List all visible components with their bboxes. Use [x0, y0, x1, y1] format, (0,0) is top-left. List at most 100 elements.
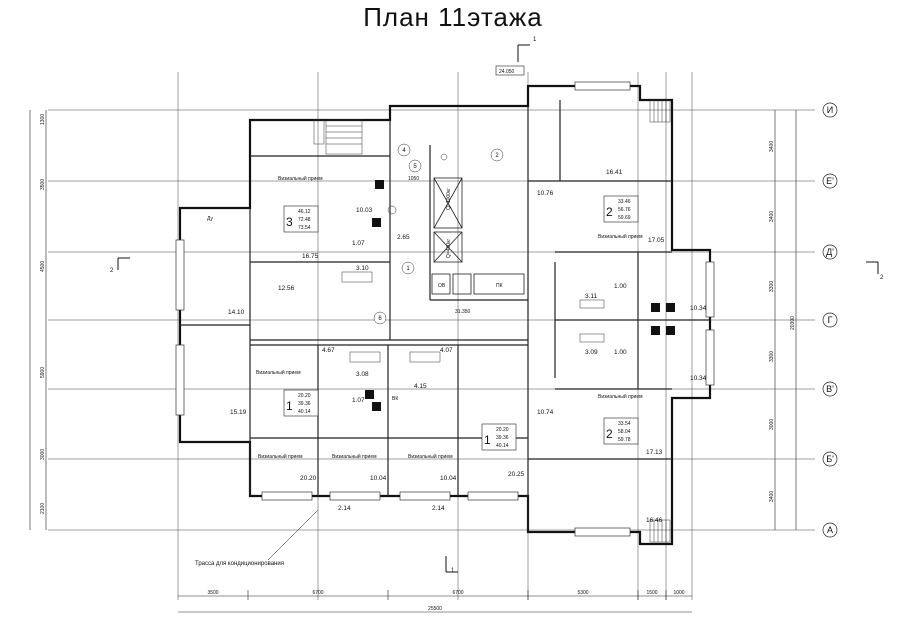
area-310: 3.10 [356, 265, 369, 272]
dim-left-4: 3000 [40, 449, 46, 460]
room-function-labels: Визиальный прием Визиальный прием Визиал… [195, 175, 643, 567]
dim-bottom-4: 1500 [646, 590, 657, 596]
dim-left-3: 5900 [40, 367, 46, 378]
area-1256: 12.56 [278, 285, 295, 292]
label-k2: Визиальный прием [598, 393, 643, 400]
axis-label-4: В' [826, 384, 834, 394]
area-1003: 10.03 [356, 207, 373, 214]
area-1519: 15.19 [230, 409, 247, 416]
apt-lu-l2: 72.48 [298, 217, 311, 223]
apartment-tag-boxes [283, 195, 639, 451]
axis-label-1: Е' [826, 176, 834, 186]
area-214a: 2.14 [338, 505, 351, 512]
apt-tr-l1: 33.46 [618, 199, 631, 205]
dim-bottom-total: 25500 [428, 606, 442, 612]
section-marks [117, 44, 879, 573]
apt-ml-l2: 39.36 [496, 435, 509, 441]
area-311: 3.11 [585, 293, 598, 300]
apt-ll-l3: 40.14 [298, 409, 311, 415]
room-num-2: 2 [495, 153, 499, 159]
left-dimension-labels: 1300 3500 4500 5900 3000 2100 [40, 114, 46, 514]
dim-bottom-5: 1000 [673, 590, 684, 596]
section-mark-labels: 1 1 2 2 [110, 37, 884, 574]
area-265: 2.65 [397, 234, 410, 241]
axis-label-0: И [827, 105, 833, 115]
room-num-5: 5 [413, 164, 417, 170]
area-1641: 16.41 [606, 169, 623, 176]
area-1034b: 10.34 [690, 375, 707, 382]
room-num-1: 1 [406, 266, 410, 272]
apt-br-l1: 33.54 [618, 421, 631, 427]
room-area-labels: 16.41 10.76 17.05 3.11 1.00 3.09 1.00 10… [228, 169, 707, 524]
area-107b: 1.07 [352, 397, 365, 404]
window-frames [175, 81, 715, 537]
axis-grid-lines [48, 72, 815, 600]
aircon-leader [267, 509, 319, 561]
section-mark-right: 2 [880, 275, 884, 281]
apt-br-l2: 58.04 [618, 429, 631, 435]
area-1705: 17.05 [648, 237, 665, 244]
bottom-dimension-chain [178, 590, 692, 613]
room-num-4: 4 [402, 148, 406, 154]
label-k1: Визиальный прием [598, 233, 643, 240]
axis-label-5: Б' [826, 454, 834, 464]
left-dimension-chain [29, 110, 47, 530]
exterior-walls [178, 84, 712, 546]
right-dimension-labels: 3400 3400 3300 3300 3000 3400 20300 [769, 141, 796, 502]
dim-bottom-3: 5300 [577, 590, 588, 596]
area-415: 4.15 [414, 383, 427, 390]
dim-right-3: 3300 [769, 351, 775, 362]
apt-br-l3: 59.78 [618, 437, 631, 443]
area-1713: 17.13 [646, 449, 663, 456]
plan-title: План 11этажа [363, 2, 543, 32]
dim-bottom-1: 6700 [312, 590, 323, 596]
elev-top: 24.050 [499, 69, 515, 75]
dim-left-5: 2100 [40, 503, 46, 514]
label-aircon: Трасса для кондиционирования [195, 561, 284, 567]
area-1076: 10.76 [537, 190, 554, 197]
apt-tr-l3: 59.69 [618, 215, 631, 221]
dim-right-2: 3300 [769, 281, 775, 292]
room-number-labels: 1 2 4 5 6 [378, 148, 499, 322]
interior-walls [180, 100, 710, 532]
label-lift2: Q=400кг [446, 239, 452, 258]
dim-left-0: 1300 [40, 114, 46, 125]
area-2020: 20.20 [300, 475, 317, 482]
area-214b: 2.14 [432, 505, 445, 512]
apt-tr-l2: 56.76 [618, 207, 631, 213]
label-k3: Визиальный прием [258, 453, 303, 460]
area-1004a: 10.04 [370, 475, 387, 482]
area-100a: 1.00 [614, 283, 627, 290]
axis-label-3: Г [828, 315, 833, 325]
area-467: 4.67 [322, 347, 335, 354]
area-1050: 1050 [408, 176, 419, 182]
apt-ml-rooms: 1 [484, 433, 491, 447]
elevation-markers: 24.050 31.350 [455, 65, 525, 315]
label-kitchen: Визиальный прием [278, 175, 323, 182]
area-308: 3.08 [356, 371, 369, 378]
axis-label-2: Д' [826, 247, 834, 257]
room-num-6: 6 [378, 316, 382, 322]
label-k6: Визиальный прием [256, 369, 301, 376]
stairs [313, 99, 671, 543]
label-du: Ду [207, 216, 213, 222]
label-k5: Визиальный прием [408, 453, 453, 460]
bath-fixtures [341, 153, 605, 363]
axis-label-6: А [827, 525, 833, 535]
label-vk: ВК [392, 396, 398, 402]
apt-lu-rooms: 3 [286, 215, 293, 229]
dim-right-1: 3400 [769, 211, 775, 222]
apt-ml-l3: 40.14 [496, 443, 509, 449]
area-1074: 10.74 [537, 409, 554, 416]
apt-lu-l3: 73.54 [298, 225, 311, 231]
apt-tr-rooms: 2 [606, 205, 613, 219]
axis-bubbles [822, 102, 838, 538]
area-107a: 1.07 [352, 240, 365, 247]
apt-lu-l1: 46.12 [298, 209, 311, 215]
label-k4: Визиальный прием [332, 453, 377, 460]
dim-bottom-0: 3500 [207, 590, 218, 596]
right-dimension-chain [774, 110, 797, 530]
area-407: 4.07 [440, 347, 453, 354]
